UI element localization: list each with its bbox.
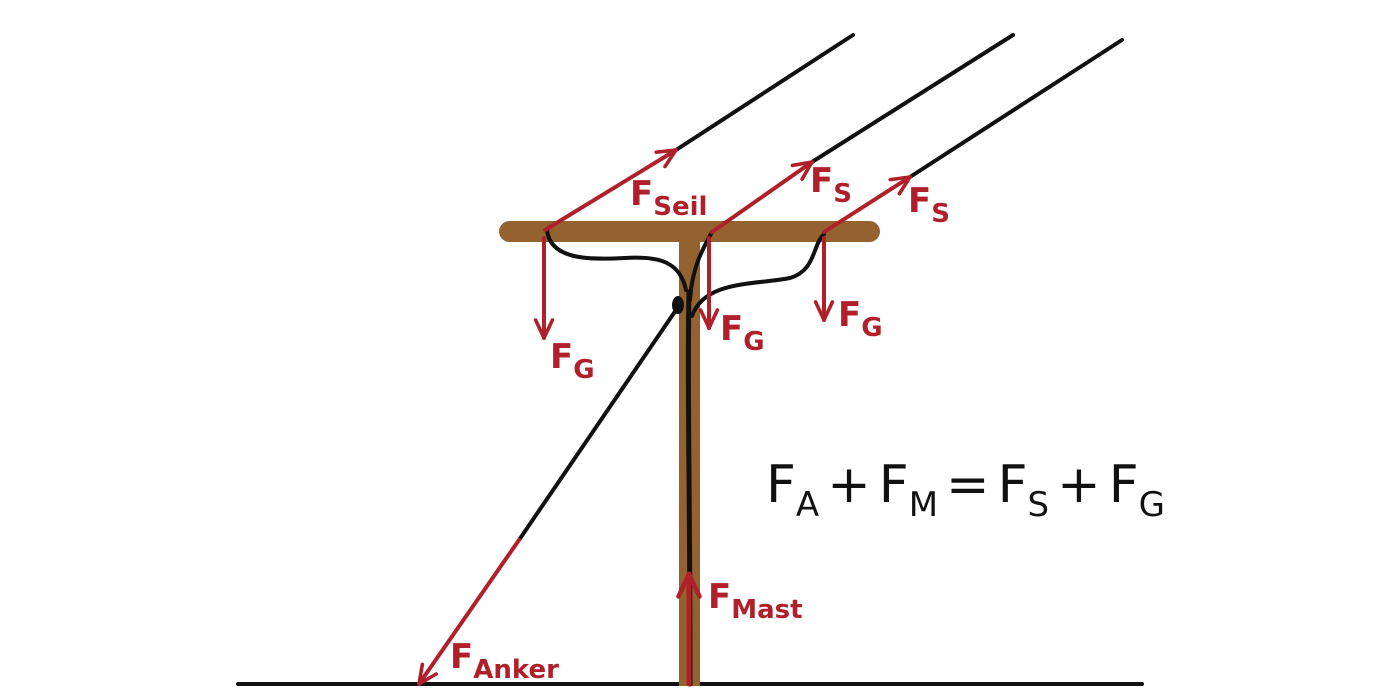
label-f-g-right: FG [838, 295, 883, 343]
pole-crossarm [499, 221, 880, 242]
label-f-g-left: FG [550, 337, 595, 385]
guy-wire [517, 308, 678, 542]
label-f-mast: FMast [708, 577, 803, 625]
conductor-middle [810, 33, 1015, 164]
force-equation: FA+FM=FS+FG [766, 455, 1165, 525]
label-f-seil: FSeil [630, 174, 707, 222]
label-f-anker: FAnker [450, 637, 559, 685]
arrow-f-anker [417, 538, 521, 686]
arrow-f-s-middle [710, 160, 814, 234]
label-f-s-middle: FS [810, 161, 852, 209]
conductor-right [908, 38, 1124, 179]
label-f-s-right: FS [908, 181, 950, 229]
label-f-g-middle: FG [720, 309, 765, 357]
arrow-f-seil [543, 148, 678, 232]
arrow-f-s-right [822, 175, 912, 234]
conductor-left [674, 33, 855, 152]
wire-right-drop [690, 232, 826, 318]
wire-left-drop [545, 228, 688, 292]
